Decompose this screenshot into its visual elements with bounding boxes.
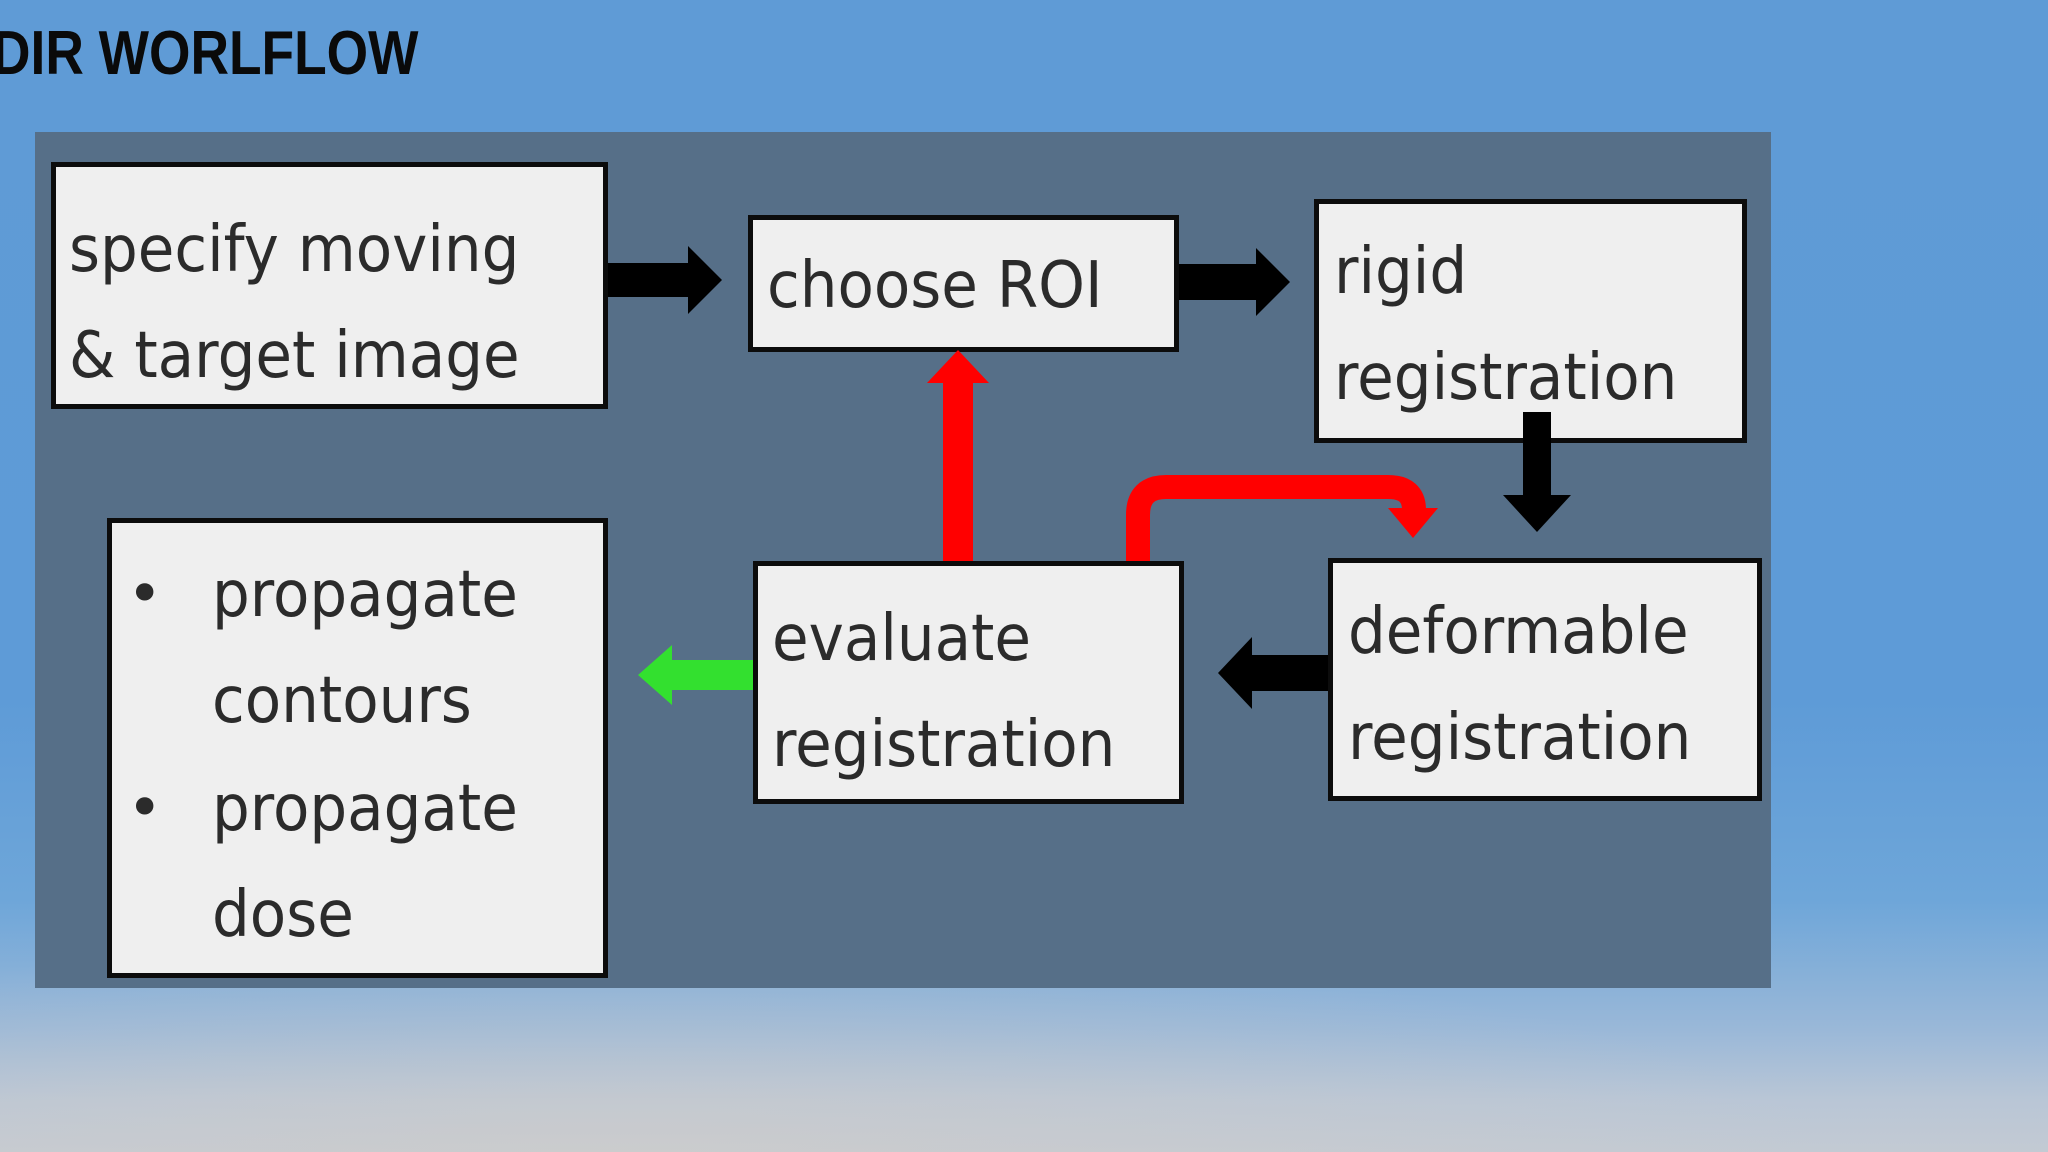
arrow-rigid-to-deformable [1503,412,1571,532]
arrow-evaluate-to-deformable [1126,475,1426,561]
node-label-line: registration [1334,341,1678,415]
node-label-line: rigid [1334,235,1468,309]
node-label-line: specify moving [69,213,520,287]
output-label-line: propagate [212,772,518,846]
node-label-line: evaluate [772,602,1032,676]
output-item-contours: • propagate contours [127,541,603,755]
bullet-glyph: • [127,773,163,843]
arrow-evaluate-to-outputs [638,645,753,705]
node-specify-images: specify moving & target image [51,162,608,409]
node-label-line: deformable [1348,595,1689,669]
output-item-dose: • propagate dose [127,755,603,969]
node-outputs: • propagate contours • propagate dose [107,518,608,978]
node-label-line: choose ROI [767,249,1103,323]
slide-title: DIR WORLFLOW [0,19,419,88]
arrow-evaluate-to-roi [927,350,989,561]
bullet-glyph: • [127,559,163,629]
node-evaluate-registration: evaluate registration [753,561,1184,804]
arrow-roi-to-rigid [1179,248,1290,316]
node-label-line: registration [772,708,1116,782]
node-label-line: & target image [69,319,520,393]
output-label-line: dose [212,878,354,952]
node-label-line: registration [1348,701,1692,775]
node-deformable-registration: deformable registration [1328,558,1762,801]
node-choose-roi: choose ROI [748,215,1179,352]
output-label-line: propagate [212,558,518,632]
arrow-evaluate-to-deformable-head [1388,508,1438,538]
arrow-deformable-to-evaluate [1218,637,1328,709]
output-label-line: contours [212,664,472,738]
arrow-start-to-roi [608,246,722,314]
